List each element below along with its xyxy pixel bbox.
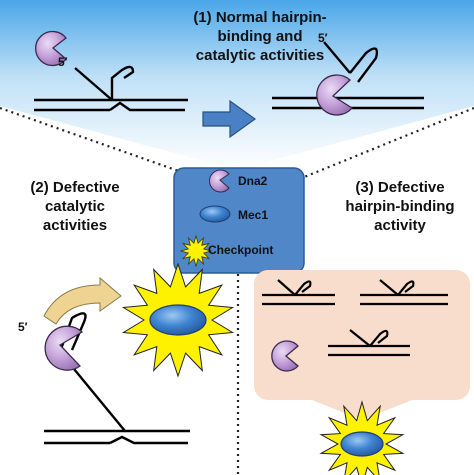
panel1-title-line3: catalytic activities xyxy=(196,47,324,64)
five-prime-label-right: 5′ xyxy=(318,31,328,45)
panel1-title-line1: (1) Normal hairpin- xyxy=(193,9,326,26)
dna2-pacman-panel3 xyxy=(271,340,299,372)
pacman-icon xyxy=(209,169,230,193)
panel3-title-line1: (3) Defective xyxy=(355,179,444,196)
legend-box: Dna2 Mec1 Checkpoint xyxy=(173,167,305,274)
five-prime-label-left: 5′ xyxy=(58,55,68,69)
panel3-box xyxy=(254,270,470,400)
panel3-title-line2: hairpin-binding xyxy=(345,198,454,215)
panel2-title-line3: activities xyxy=(43,217,107,234)
dna-hairpin-panel2 xyxy=(44,312,190,445)
ellipse-icon xyxy=(199,205,231,223)
dna-hairpin-panel3 xyxy=(262,279,448,357)
starburst-icon xyxy=(179,234,213,268)
panel1-title-line2: binding and xyxy=(218,28,303,45)
panel1-title: (1) Normal hairpin- binding and catalyti… xyxy=(193,9,326,64)
legend-mec1-label: Mec1 xyxy=(238,208,268,222)
signal-arrow xyxy=(43,276,122,325)
process-arrow xyxy=(202,99,257,139)
panel-dividers xyxy=(0,106,474,475)
legend-dna2-label: Dna2 xyxy=(238,174,268,188)
panel2-title: (2) Defective catalytic activities xyxy=(30,179,119,234)
dna2-pacman-left xyxy=(35,30,67,67)
panel2-title-line1: (2) Defective xyxy=(30,179,119,196)
panel2-title-line2: catalytic xyxy=(45,198,105,215)
mec1-ellipse xyxy=(149,304,207,336)
panel3-title: (3) Defective hairpin-binding activity xyxy=(345,179,454,234)
mec1-ellipse-panel3 xyxy=(340,431,384,457)
dna2-pacman-right xyxy=(316,74,353,116)
panel3-title-line3: activity xyxy=(374,217,426,234)
dna2-pacman-panel2 xyxy=(44,325,84,371)
five-prime-label-panel2: 5′ xyxy=(18,320,28,334)
panel1-background xyxy=(0,0,474,170)
dna-hairpin-left xyxy=(34,65,188,112)
legend-checkpoint-label: Checkpoint xyxy=(208,243,273,257)
